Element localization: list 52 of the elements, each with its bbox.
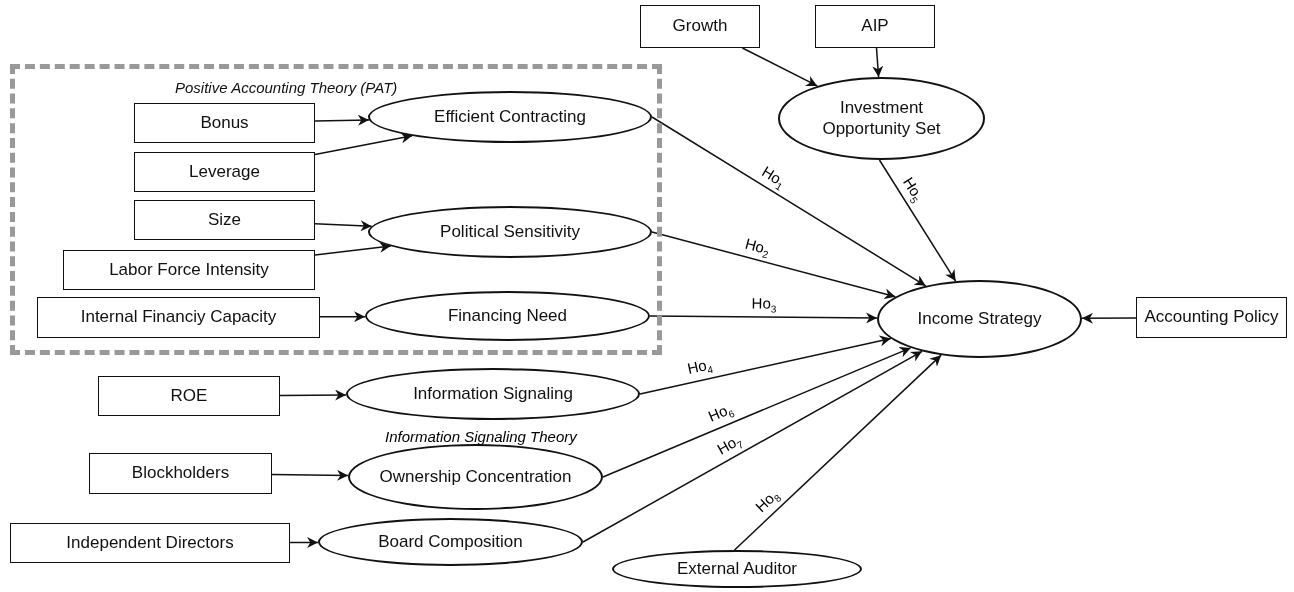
node-label: Labor Force Intensity [109, 259, 269, 281]
node-label: Board Composition [378, 531, 523, 553]
rectangle-box [1136, 297, 1287, 338]
arrow [319, 311, 366, 323]
arrow [314, 241, 392, 256]
arrow [639, 335, 892, 395]
node-label: Income Strategy [917, 308, 1042, 330]
node-label: Investment Opportunity Set [821, 98, 942, 139]
arrow [651, 116, 927, 287]
arrow [872, 47, 884, 78]
arrow [314, 132, 413, 156]
rectangle-box [98, 376, 280, 416]
arrow [582, 350, 923, 543]
arrow [279, 389, 347, 401]
node-label: Bonus [200, 112, 249, 134]
node-label: Financing Need [447, 305, 568, 327]
dashed-group-frame [10, 64, 662, 355]
rectangle-box [640, 5, 760, 48]
edge-label: Ho$_{3}$ [750, 295, 778, 315]
arrow [314, 114, 370, 126]
node-label: Internal Financiy Capacity [80, 307, 277, 328]
rectangle-box [815, 5, 935, 48]
node-label: Leverage [189, 161, 260, 183]
node-label: Growth [672, 16, 728, 37]
arrow [1081, 312, 1137, 324]
arrow [271, 469, 349, 481]
node-label: AIP [861, 16, 889, 37]
arrow [314, 220, 373, 232]
node-label: External Auditor [677, 558, 797, 580]
rectangle-box [134, 200, 315, 240]
arrow [878, 159, 957, 282]
node-label: ROE [170, 385, 208, 407]
node-label: Accounting Policy [1144, 307, 1279, 328]
node-label: Political Sensitivity [440, 221, 580, 243]
arrow [741, 47, 819, 87]
node-label: Independent Directors [66, 532, 234, 554]
rectangle-box [63, 250, 315, 290]
group-heading: Positive Accounting Theory (PAT) [175, 79, 398, 97]
node-label: Size [207, 209, 242, 231]
rectangle-box [134, 152, 315, 192]
rectangle-box [89, 453, 272, 494]
node-label: Efficient Contracting [434, 106, 586, 128]
node-label: Information Signaling [413, 383, 573, 405]
rectangle-box [10, 523, 290, 563]
rectangle-box [37, 297, 320, 338]
rectangle-box [134, 103, 315, 143]
arrow [649, 312, 878, 324]
node-label: Ownership Concentration [379, 466, 572, 488]
node-label: Blockholders [131, 463, 230, 484]
theory-caption: Information Signaling Theory [385, 428, 577, 445]
arrow [289, 537, 319, 548]
arrow [602, 347, 912, 478]
